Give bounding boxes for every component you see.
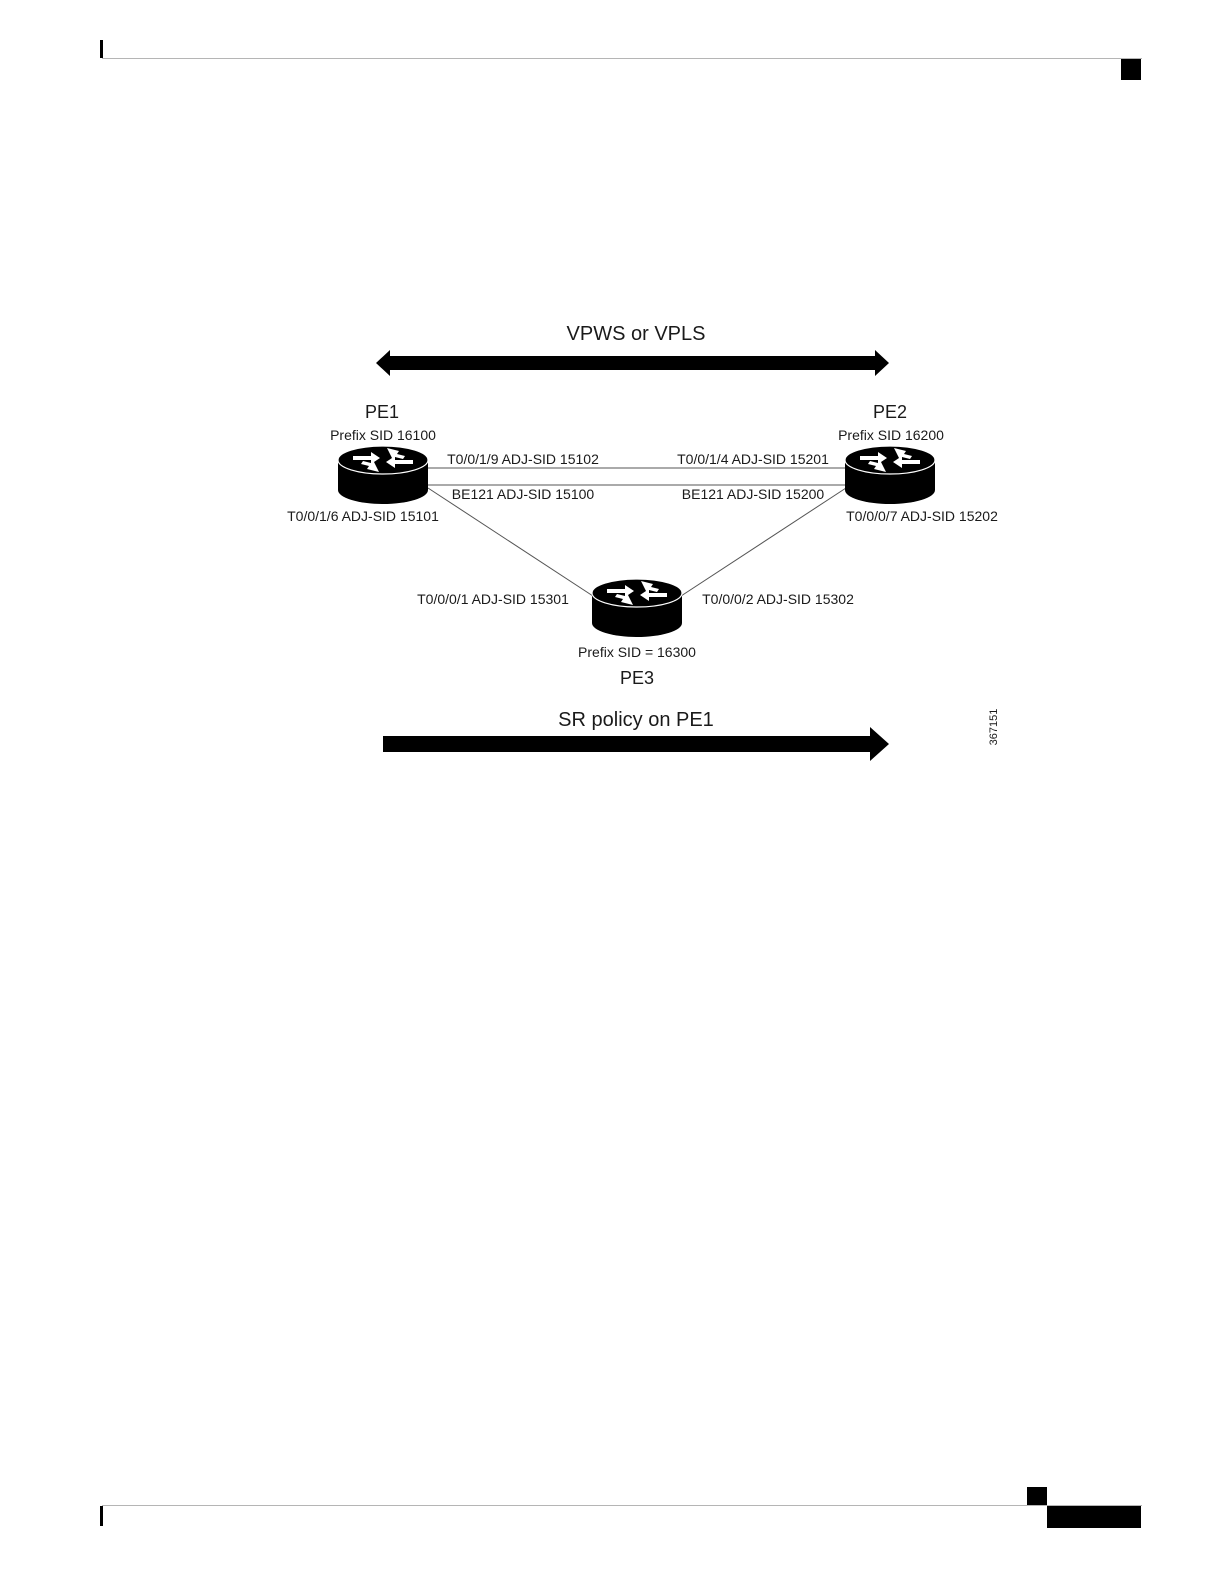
vpws-vpls-arrow: [376, 350, 889, 376]
router-icon-pe3: [592, 579, 682, 637]
footer-rule: [102, 1505, 1142, 1506]
footer-small-block: [1027, 1487, 1047, 1505]
link-label-pe2-bottom: BE121 ADJ-SID 15200: [682, 486, 825, 502]
footer-page-block: [1047, 1506, 1141, 1528]
link-pe2-pe3: [678, 488, 846, 598]
pe1-prefix-sid: Prefix SID 16100: [330, 427, 436, 443]
router-icon-pe2: [845, 446, 935, 504]
pe3-name: PE3: [620, 668, 654, 688]
link-label-pe3-left: T0/0/0/1 ADJ-SID 15301: [417, 591, 569, 607]
pe2-interface-label: T0/0/0/7 ADJ-SID 15202: [846, 508, 998, 524]
pe1-name: PE1: [365, 402, 399, 422]
link-pe1-pe3: [428, 488, 596, 598]
pe2-prefix-sid: Prefix SID 16200: [838, 427, 944, 443]
footer-tick: [100, 1506, 103, 1526]
pe3-prefix-sid: Prefix SID = 16300: [578, 644, 696, 660]
link-label-pe2-top: T0/0/1/4 ADJ-SID 15201: [677, 451, 829, 467]
sr-policy-label: SR policy on PE1: [558, 709, 714, 731]
link-label-pe1-top: T0/0/1/9 ADJ-SID 15102: [447, 451, 599, 467]
vpws-vpls-label: VPWS or VPLS: [567, 323, 706, 345]
pe2-name: PE2: [873, 402, 907, 422]
router-icon-pe1: [338, 446, 428, 504]
pe1-interface-label: T0/0/1/6 ADJ-SID 15101: [287, 508, 439, 524]
figure-id: 367151: [988, 709, 1000, 746]
link-label-pe3-right: T0/0/0/2 ADJ-SID 15302: [702, 591, 854, 607]
link-label-pe1-bottom: BE121 ADJ-SID 15100: [452, 486, 595, 502]
sr-policy-arrow: [383, 727, 889, 761]
